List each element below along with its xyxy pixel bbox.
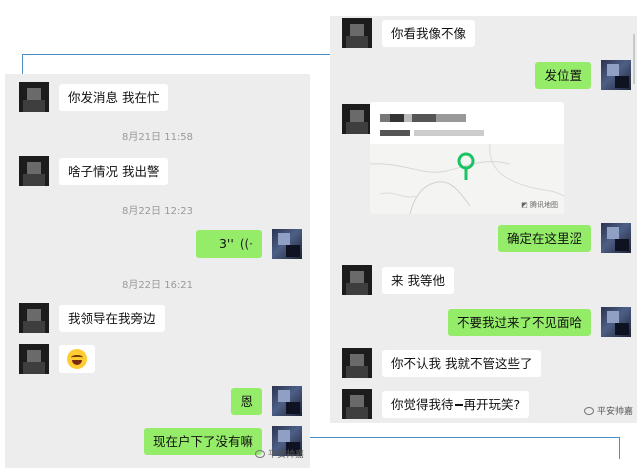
- watermark: 平安帅嘉: [255, 447, 304, 460]
- avatar[interactable]: [272, 386, 302, 416]
- avatar[interactable]: [342, 389, 372, 419]
- emoji-bubble[interactable]: [59, 345, 95, 373]
- message-row: 确定在这里涩: [497, 223, 631, 253]
- avatar[interactable]: [272, 426, 302, 456]
- avatar[interactable]: [342, 348, 372, 378]
- timestamp: 8月21日 11:58: [121, 132, 194, 143]
- voice-duration: 3'': [218, 236, 234, 251]
- redaction-mark: [454, 404, 463, 406]
- message-row: 3'' ((·: [196, 229, 302, 259]
- timestamp: 8月22日 12:23: [121, 206, 194, 217]
- message-bubble[interactable]: 啥子情况 我出警: [59, 157, 169, 185]
- avatar[interactable]: [272, 229, 302, 259]
- message-row: 你不认我 我就不管这些了: [342, 348, 542, 378]
- voice-message-bubble[interactable]: 3'' ((·: [196, 230, 262, 258]
- right-chat-panel[interactable]: 你看我像不像 发位置: [330, 16, 637, 423]
- avatar[interactable]: [342, 18, 372, 48]
- message-bubble[interactable]: 现在户下了没有嘛: [143, 427, 262, 455]
- message-row: 不要我过来了不见面哈: [447, 307, 631, 337]
- wechat-official-icon: [584, 406, 594, 415]
- map-preview[interactable]: ◩ 腾讯地图: [370, 143, 564, 214]
- avatar[interactable]: [19, 82, 49, 112]
- message-row: 我领导在我旁边: [19, 303, 165, 333]
- avatar[interactable]: [342, 265, 372, 295]
- message-bubble[interactable]: 你看我像不像: [382, 19, 476, 47]
- avatar[interactable]: [19, 156, 49, 186]
- message-row: 发位置: [535, 60, 631, 90]
- message-bubble[interactable]: 不要我过来了不见面哈: [447, 308, 591, 336]
- message-row: 你发消息 我在忙: [19, 82, 169, 112]
- message-bubble[interactable]: 你不认我 我就不管这些了: [382, 349, 542, 377]
- message-bubble[interactable]: 来 我等他: [382, 266, 454, 294]
- scrollbar[interactable]: [633, 34, 635, 84]
- location-title-redacted: [380, 114, 466, 124]
- message-bubble[interactable]: 你发消息 我在忙: [59, 83, 169, 111]
- avatar[interactable]: [601, 307, 631, 337]
- avatar[interactable]: [601, 60, 631, 90]
- message-row: 你看我像不像: [342, 18, 476, 48]
- connector-line-bottom: [310, 437, 620, 459]
- avatar[interactable]: [342, 104, 372, 134]
- location-pin-icon: [457, 152, 475, 180]
- message-row: 你觉得我待再开玩笑?: [342, 389, 530, 419]
- message-bubble[interactable]: 我领导在我旁边: [59, 304, 165, 332]
- wechat-official-icon: [255, 449, 265, 458]
- message-row: 恩: [231, 386, 302, 416]
- connector-line-top: [22, 54, 334, 74]
- message-row: 现在户下了没有嘛: [143, 426, 302, 456]
- timestamp: 8月22日 16:21: [121, 280, 194, 291]
- message-bubble[interactable]: 发位置: [535, 61, 591, 89]
- avatar[interactable]: [601, 223, 631, 253]
- message-bubble[interactable]: 恩: [231, 387, 262, 415]
- location-message-card[interactable]: ◩ 腾讯地图: [370, 102, 564, 214]
- left-chat-panel[interactable]: 你发消息 我在忙 8月21日 11:58 啥子情况 我出警 8月22日 12:2…: [5, 74, 310, 468]
- message-bubble[interactable]: 确定在这里涩: [497, 224, 591, 252]
- message-row: [19, 344, 95, 374]
- message-bubble[interactable]: 你觉得我待再开玩笑?: [382, 390, 530, 418]
- laughing-crying-emoji-icon: [67, 349, 87, 369]
- avatar[interactable]: [19, 303, 49, 333]
- avatar[interactable]: [19, 344, 49, 374]
- watermark: 平安帅嘉: [584, 404, 633, 417]
- message-row: 啥子情况 我出警: [19, 156, 169, 186]
- tencent-map-icon: ◩: [521, 201, 528, 209]
- voice-wave-icon: ((·: [239, 237, 253, 251]
- map-provider-label: ◩ 腾讯地图: [521, 201, 558, 209]
- location-address-redacted: [380, 130, 484, 136]
- map-roads: [370, 143, 564, 214]
- message-row: 来 我等他: [342, 265, 454, 295]
